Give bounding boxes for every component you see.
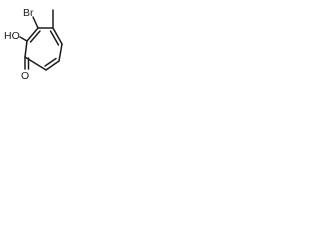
bond-c2-c3 (26, 27, 39, 42)
molecule-diagram: Br HO O (4, 7, 63, 82)
bond-c4-c5 (52, 27, 63, 45)
atom-label-bromine: Br (23, 7, 34, 19)
bond-c1-c2 (24, 40, 28, 58)
bond-c6-c7 (45, 60, 60, 71)
atom-label-hydroxyl: HO (4, 30, 20, 42)
bond-c6-c7-double (44, 57, 57, 67)
bond-c2-c3-double (29, 30, 41, 43)
atom-label-carbonyl-oxygen: O (21, 70, 29, 82)
bond-c5-c6 (58, 43, 63, 62)
bond-c4-c5-double (49, 30, 60, 46)
bond-hydroxyl (19, 36, 28, 42)
bond-bromine (32, 16, 39, 29)
